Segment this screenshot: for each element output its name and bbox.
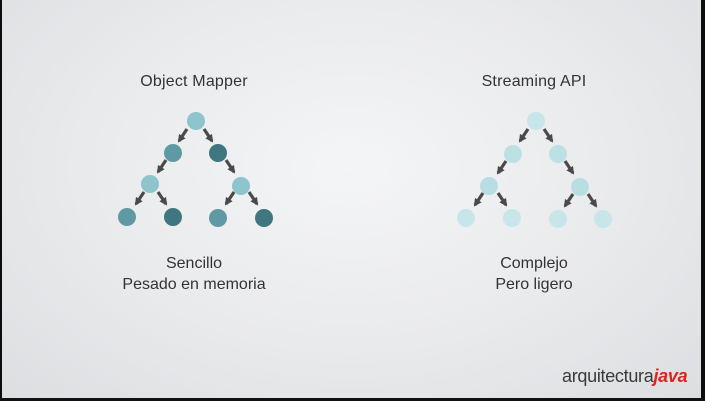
tree-node-leaf xyxy=(549,210,567,228)
tree-arrow xyxy=(473,192,485,207)
object-mapper-line-1: Sencillo xyxy=(165,255,223,272)
tree-arrows xyxy=(134,128,259,206)
tree-arrow xyxy=(224,191,236,206)
tree-arrow xyxy=(496,192,508,207)
tree-arrow xyxy=(586,193,598,208)
object-mapper-description: Sencillo Pesado en memoria xyxy=(94,253,294,295)
tree-node xyxy=(571,178,589,196)
tree-node xyxy=(504,145,522,163)
tree-node-root xyxy=(527,112,545,130)
tree-arrow xyxy=(224,159,236,174)
tree-arrow xyxy=(202,128,214,143)
object-mapper-title: Object Mapper xyxy=(140,73,248,90)
tree-arrow xyxy=(247,191,259,206)
tree-arrow xyxy=(177,128,189,143)
arquitecturajava-logo: arquitecturajava xyxy=(562,366,688,387)
streaming-api-line-1: Complejo xyxy=(500,255,568,272)
tree-arrow xyxy=(496,160,508,175)
streaming-api-title: Streaming API xyxy=(481,73,587,90)
streaming-api-line-2: Pero ligero xyxy=(495,276,573,293)
streaming-api-description: Complejo Pero ligero xyxy=(434,253,634,295)
tree-node-leaf xyxy=(503,209,521,227)
tree-node-leaf xyxy=(118,208,136,226)
logo-text-arquitectura: arquitectura xyxy=(562,366,654,386)
logo-text-java: java xyxy=(653,366,688,386)
object-mapper-line-2: Pesado en memoria xyxy=(122,276,266,293)
tree-node-leaf xyxy=(255,209,273,227)
tree-arrow xyxy=(563,160,575,175)
tree-arrow xyxy=(156,191,168,206)
tree-node-leaf xyxy=(209,209,227,227)
tree-node-leaf xyxy=(594,210,612,228)
tree-arrow xyxy=(542,128,554,143)
tree-node xyxy=(549,145,567,163)
tree-node xyxy=(141,175,159,193)
tree-node xyxy=(480,177,498,195)
bottom-border xyxy=(0,398,705,401)
tree-node xyxy=(164,144,182,162)
tree-node xyxy=(209,144,227,162)
tree-arrows xyxy=(473,128,598,208)
tree-arrow xyxy=(134,191,146,206)
tree-node-root xyxy=(187,112,205,130)
tree-node-leaf xyxy=(457,209,475,227)
tree-node xyxy=(232,177,250,195)
tree-arrow xyxy=(563,193,575,208)
tree-arrow xyxy=(518,128,530,143)
streaming-api-tree-diagram xyxy=(457,112,612,228)
tree-node-leaf xyxy=(164,208,182,226)
tree-arrow xyxy=(156,159,168,174)
object-mapper-tree-diagram xyxy=(118,112,273,227)
